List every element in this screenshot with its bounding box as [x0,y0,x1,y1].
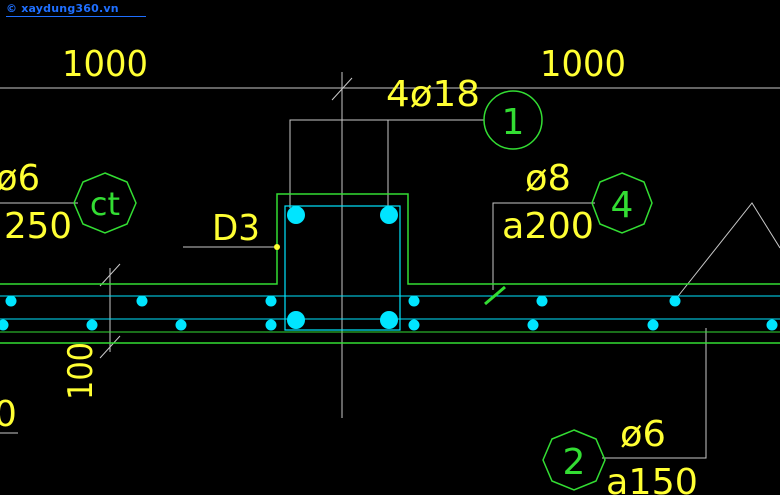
dimension-tick [99,335,121,359]
stirrup [284,205,401,331]
bubble-1-label: 1 [502,102,525,143]
distribution-bar [265,319,277,331]
distribution-bar [647,319,659,331]
distribution-bar [86,319,98,331]
label-stirrup-spacing: a200 [502,206,594,247]
beam-slab-top-edge [0,193,780,285]
leader-main-bar [289,119,484,208]
distribution-bar [536,295,548,307]
label-bottom-bar-diameter: ø6 [620,414,666,455]
main-bar [287,206,305,224]
distribution-bar [5,295,17,307]
dimension-left-span: 1000 [62,44,148,85]
bubble-ct-label: ct [90,185,120,223]
leader-bottom-bar [602,328,707,459]
distribution-bar [408,319,420,331]
dimension-lines [0,72,780,459]
rebar-dots [0,206,778,331]
label-beam-mark: D3 [212,208,260,249]
bubble-1: 1 [483,90,543,150]
bubble-ct: ct [73,172,137,234]
main-bar [380,311,398,329]
bubble-4-label: 4 [611,185,634,226]
label-left-bar-diameter: ø6 [0,158,40,199]
distribution-bar [527,319,539,331]
main-bar [287,311,305,329]
distribution-bar [766,319,778,331]
concrete-outline [0,193,780,344]
label-left-bar-spacing: 250 [4,206,72,247]
leader-right-bar [674,202,780,301]
distribution-bar [265,295,277,307]
main-bar [380,206,398,224]
bubble-4: 4 [591,172,653,234]
bubble-2: 2 [542,429,606,491]
leader-dot [274,244,280,250]
dimension-tick [99,263,121,287]
label-main-bar: 4ø18 [386,74,480,115]
dimension-tick [331,77,353,101]
label-edge-partial: 0 [0,394,17,435]
annotations: 1000 1000 4ø18 ø8 a200 ø6 250 D3 ø6 a150… [0,44,698,495]
distribution-bar [136,295,148,307]
label-bottom-bar-spacing: a150 [606,462,698,495]
distribution-bar [669,295,681,307]
label-stirrup-diameter: ø8 [525,158,571,199]
distribution-bar [175,319,187,331]
dimension-slab-thickness: 100 [61,342,101,400]
watermark-underline [6,16,146,17]
watermark: © xaydung360.vn [6,2,119,15]
distribution-bar [408,295,420,307]
dimension-right-span: 1000 [540,44,626,85]
stirrup-hook-mark [484,285,506,306]
distribution-bar [0,319,9,331]
leader-stirrup [492,202,595,290]
bubble-2-label: 2 [563,442,586,483]
